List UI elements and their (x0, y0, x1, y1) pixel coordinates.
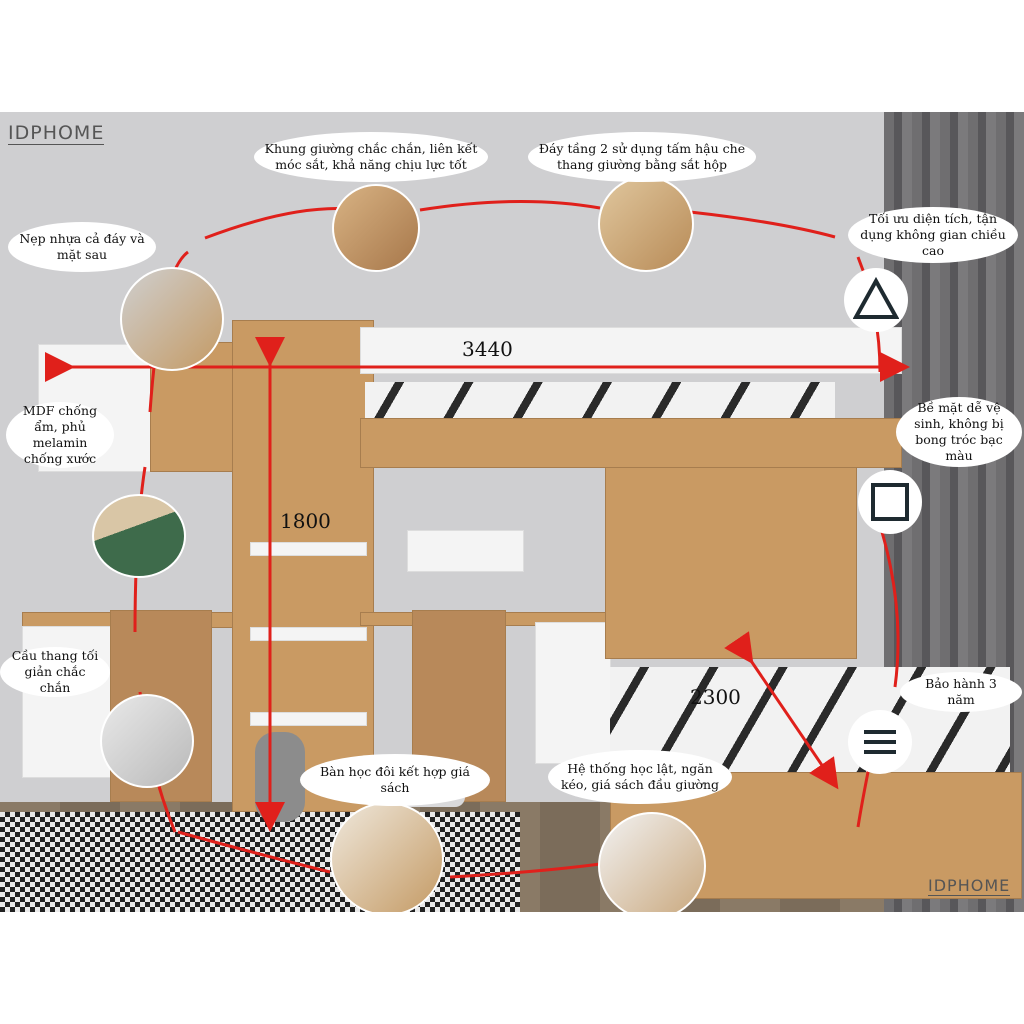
callout-space: Tối ưu diện tích, tận dụng không gian ch… (848, 207, 1018, 263)
callout-upper-base: Đáy tầng 2 sử dụng tấm hậu che thang giư… (528, 132, 756, 182)
brand-logo-bottom: IDPHOME (928, 876, 1011, 896)
mdf-photo (92, 494, 186, 578)
callout-frame: Khung giường chắc chắn, liên kết móc sắt… (254, 132, 488, 182)
upper-bunk-base (360, 418, 902, 468)
callout-desk: Bàn học đôi kết hợp giá sách (300, 754, 490, 806)
callout-mdf: MDF chống ẩm, phủ melamin chống xước (6, 402, 114, 468)
desk-photo (330, 802, 444, 912)
product-photo: IDPHOME IDPHOME 3440 1800 2300 Khung giư… (0, 112, 1024, 912)
triangle-icon (844, 268, 908, 332)
callout-stairs: Cầu thang tối giản chắc chắn (0, 647, 110, 697)
wall-tray (407, 530, 524, 572)
upper-base-photo (598, 176, 694, 272)
callout-warranty: Bảo hành 3 năm (900, 672, 1022, 712)
middle-desk-cabinet (535, 622, 611, 764)
callout-surface: Bề mặt dễ vệ sinh, không bị bong tróc bạ… (896, 397, 1022, 467)
menu-lines-icon (848, 710, 912, 774)
upper-bunk-bedding (365, 382, 835, 422)
drawer-photo (598, 812, 706, 912)
headboard-bookshelf (605, 467, 857, 659)
callout-edging: Nẹp nhựa cả đáy và mặt sau (8, 222, 156, 272)
edging-photo (120, 267, 224, 371)
length-label: 2300 (690, 685, 741, 709)
square-icon (858, 470, 922, 534)
width-label: 3440 (462, 337, 513, 361)
height-label: 1800 (280, 509, 331, 533)
callout-drawers: Hệ thống học lật, ngăn kéo, giá sách đầu… (548, 750, 732, 804)
brand-logo: IDPHOME (8, 122, 105, 145)
stairs-photo (100, 694, 194, 788)
frame-joint-photo (332, 184, 420, 272)
